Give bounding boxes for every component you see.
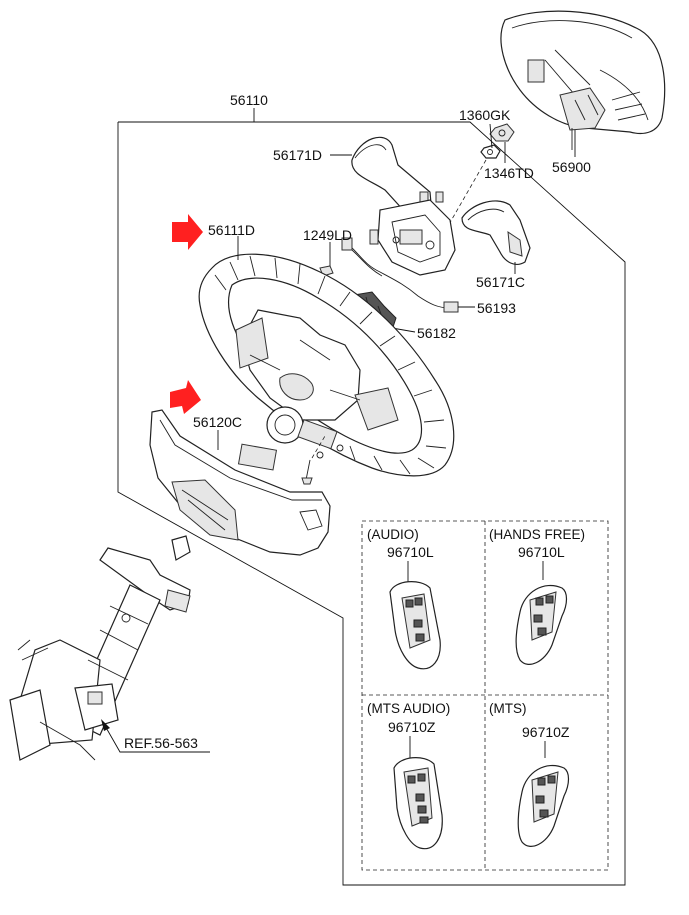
panel-part-number: 96710Z [388, 719, 436, 735]
label-1346td: 1346TD [484, 165, 534, 181]
assembly-outline [117, 121, 626, 886]
nut-1346td [480, 144, 501, 159]
label-1360gk: 1360GK [459, 107, 511, 123]
screw [301, 459, 313, 485]
steering-wheel [198, 253, 455, 477]
label-1249ld: 1249LD [303, 227, 352, 243]
panel-part-number: 96710L [387, 544, 434, 560]
panel-part-number: 96710L [518, 544, 565, 560]
switch-panel-audio: (AUDIO) 96710L [367, 527, 441, 670]
label-56171d: 56171D [273, 147, 322, 163]
dash-nut-to-harness [439, 159, 487, 241]
label-56193: 56193 [477, 300, 516, 316]
label-56171c: 56171C [476, 274, 525, 290]
leader-1360gk [489, 123, 493, 149]
ref-leader [103, 723, 210, 753]
nut-1360gk [489, 123, 515, 142]
panel-title: (MTS AUDIO) [367, 701, 450, 716]
panel-title: (AUDIO) [367, 527, 419, 542]
panel-title: (HANDS FREE) [489, 527, 585, 542]
label-56120c: 56120C [193, 414, 242, 430]
switch-options-grid [361, 520, 609, 871]
cover-56171c [461, 200, 531, 265]
panel-part-number: 96710Z [522, 724, 570, 740]
center-bracket [377, 191, 456, 276]
lower-cover [149, 409, 331, 556]
airbag-module [500, 10, 666, 150]
label-56111d: 56111D [208, 222, 255, 238]
label-56900: 56900 [552, 159, 591, 175]
label-56110: 56110 [230, 92, 268, 108]
arrow-56111d [172, 214, 203, 250]
ref-arrowhead [101, 719, 110, 731]
panel-title: (MTS) [489, 701, 527, 716]
steering-column [9, 535, 191, 761]
label-56182: 56182 [417, 325, 456, 341]
dash-screw [311, 435, 326, 459]
switch-panel-hands-free: (HANDS FREE) 96710L [489, 527, 585, 665]
switch-panel-mts-audio: (MTS AUDIO) 96710Z [367, 701, 450, 850]
arrow-56120c [170, 380, 201, 414]
switch-panel-mts: (MTS) 96710Z [489, 701, 570, 847]
label-ref: REF.56-563 [124, 735, 198, 751]
